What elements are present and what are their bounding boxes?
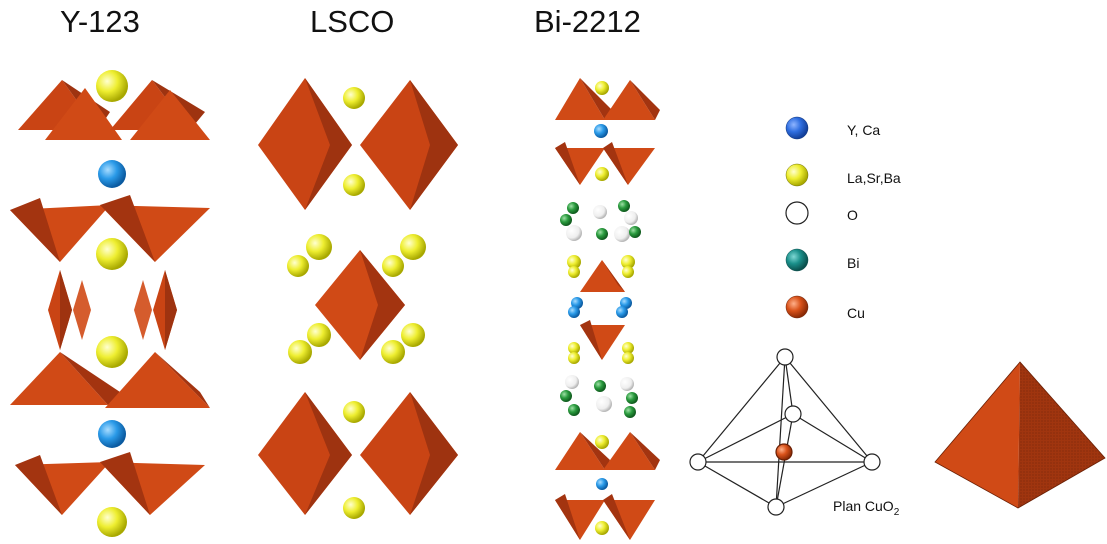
legend-label-la-sr-ba: La,Sr,Ba [847,170,901,186]
plan-cuo2-wireframe [689,348,881,516]
bi2212-bio-layer-2 [560,375,638,418]
bi-ca-atom-1 [594,124,608,138]
bi2212-pyramids-top [555,78,660,120]
y123-ba-atom-1 [96,238,128,270]
y123-pyramid-layer-top [18,80,210,140]
y123-chain-diamonds [48,270,177,350]
solid-cuo-pyramid [934,361,1106,509]
plan-cu-center [775,443,793,461]
y123-pyramid-layer-bottom [15,452,205,515]
lsco-structure [258,78,458,519]
lsco-la-atom-11 [343,401,365,423]
y123-la-atom [96,70,128,102]
y123-y-atom-2 [98,420,126,448]
legend-y-ca-marker [785,116,809,140]
plan-cuo2-label: Plan CuO2 [833,498,900,518]
plan-o-apex [776,348,794,366]
lsco-la-atom-7 [307,323,331,347]
legend-cu-marker [785,295,809,319]
title-bi2212: Bi-2212 [534,4,641,39]
lsco-la-atom-3 [306,234,332,260]
y123-y-atom [98,160,126,188]
bi2212-pyramids-upper-down [555,142,655,185]
lsco-la-atom-9 [401,323,425,347]
plan-o-back [784,405,802,423]
lsco-la-atom-5 [400,234,426,260]
bi2212-pyramid-up [580,260,625,292]
lsco-octahedra-top [258,78,458,210]
lsco-la-atom-2 [343,174,365,196]
title-lsco: LSCO [310,4,395,39]
bi2212-pyramids-bottom-down [555,494,655,540]
legend [785,116,809,319]
bi-la-atom-3 [567,255,581,269]
legend-label-o: O [847,207,858,223]
bi2212-pyramid-down [580,320,625,360]
bi-la-atom-2 [595,167,609,181]
plan-o-front [767,498,785,516]
bi-la-atom-1 [595,81,609,95]
lsco-la-atom-12 [343,497,365,519]
legend-o-marker [785,201,809,225]
plan-o-right [863,453,881,471]
lsco-la-atom-6 [382,255,404,277]
y123-pyramid-layer-upper [10,195,210,262]
lsco-la-atom-8 [288,340,312,364]
lsco-octahedron-middle [315,250,405,360]
y123-structure [10,70,210,537]
lsco-la-atom-4 [287,255,309,277]
y123-ba-atom-2 [96,336,128,368]
bi2212-pyramids-lower-up [555,432,660,470]
bi2212-structure [555,78,660,540]
y123-la-atom-bottom [97,507,127,537]
legend-bi-marker [785,248,809,272]
legend-label-bi: Bi [847,255,860,271]
plan-o-left [689,453,707,471]
lsco-la-atom-1 [343,87,365,109]
bi2212-bio-layer-1 [560,200,641,242]
y123-pyramid-layer-lower [10,352,210,408]
lsco-la-atom-10 [381,340,405,364]
legend-label-y-ca: Y, Ca [847,122,881,138]
legend-label-cu: Cu [847,305,865,321]
title-y123: Y-123 [60,4,140,39]
lsco-octahedra-bottom [258,392,458,515]
legend-la-sr-ba-marker [785,163,809,187]
